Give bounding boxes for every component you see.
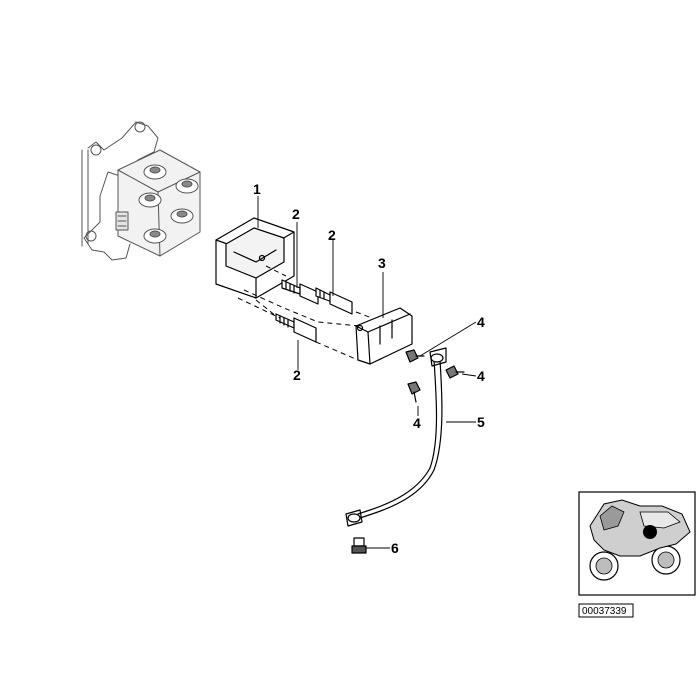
callout-3: 3 [378, 255, 386, 271]
locator-inset: 00037339 [578, 491, 696, 618]
callout-4-c: 4 [413, 415, 421, 431]
callout-1: 1 [253, 181, 261, 197]
callout-2-b: 2 [328, 227, 336, 243]
callout-4-a: 4 [477, 314, 485, 330]
part-2-spacer-upper-left [281, 279, 319, 305]
part-4-screw-right [445, 365, 465, 379]
part-4-screw-lower [407, 381, 421, 403]
ignition-coil [81, 121, 201, 261]
part-2-spacer-lower [275, 313, 317, 343]
part-1-cover [215, 217, 295, 299]
callout-6: 6 [391, 540, 399, 556]
reference-code-box [578, 603, 634, 618]
part-2-spacer-upper-right [315, 287, 353, 315]
leader-lines [257, 196, 477, 549]
coil-tower-2 [175, 178, 199, 194]
assembly-lines [237, 265, 373, 361]
coil-tower-1 [143, 164, 167, 180]
part-4-screw-right-upper [405, 349, 425, 363]
location-marker [643, 525, 657, 539]
callout-5: 5 [477, 414, 485, 430]
callout-4-b: 4 [477, 368, 485, 384]
coil-tower-4 [170, 208, 194, 224]
coil-tower-5 [143, 228, 167, 244]
callout-2-a: 2 [292, 206, 300, 222]
callout-2-c: 2 [293, 367, 301, 383]
part-3-bracket [355, 307, 413, 365]
part-5-ground-cable [345, 347, 447, 527]
part-6-nut [351, 537, 367, 554]
callout-labels: 1 2 2 2 3 4 4 4 5 6 [253, 181, 485, 556]
reference-code: 00037339 [582, 606, 627, 617]
coil-tower-3 [138, 192, 162, 208]
motorcycle-icon [589, 499, 691, 581]
